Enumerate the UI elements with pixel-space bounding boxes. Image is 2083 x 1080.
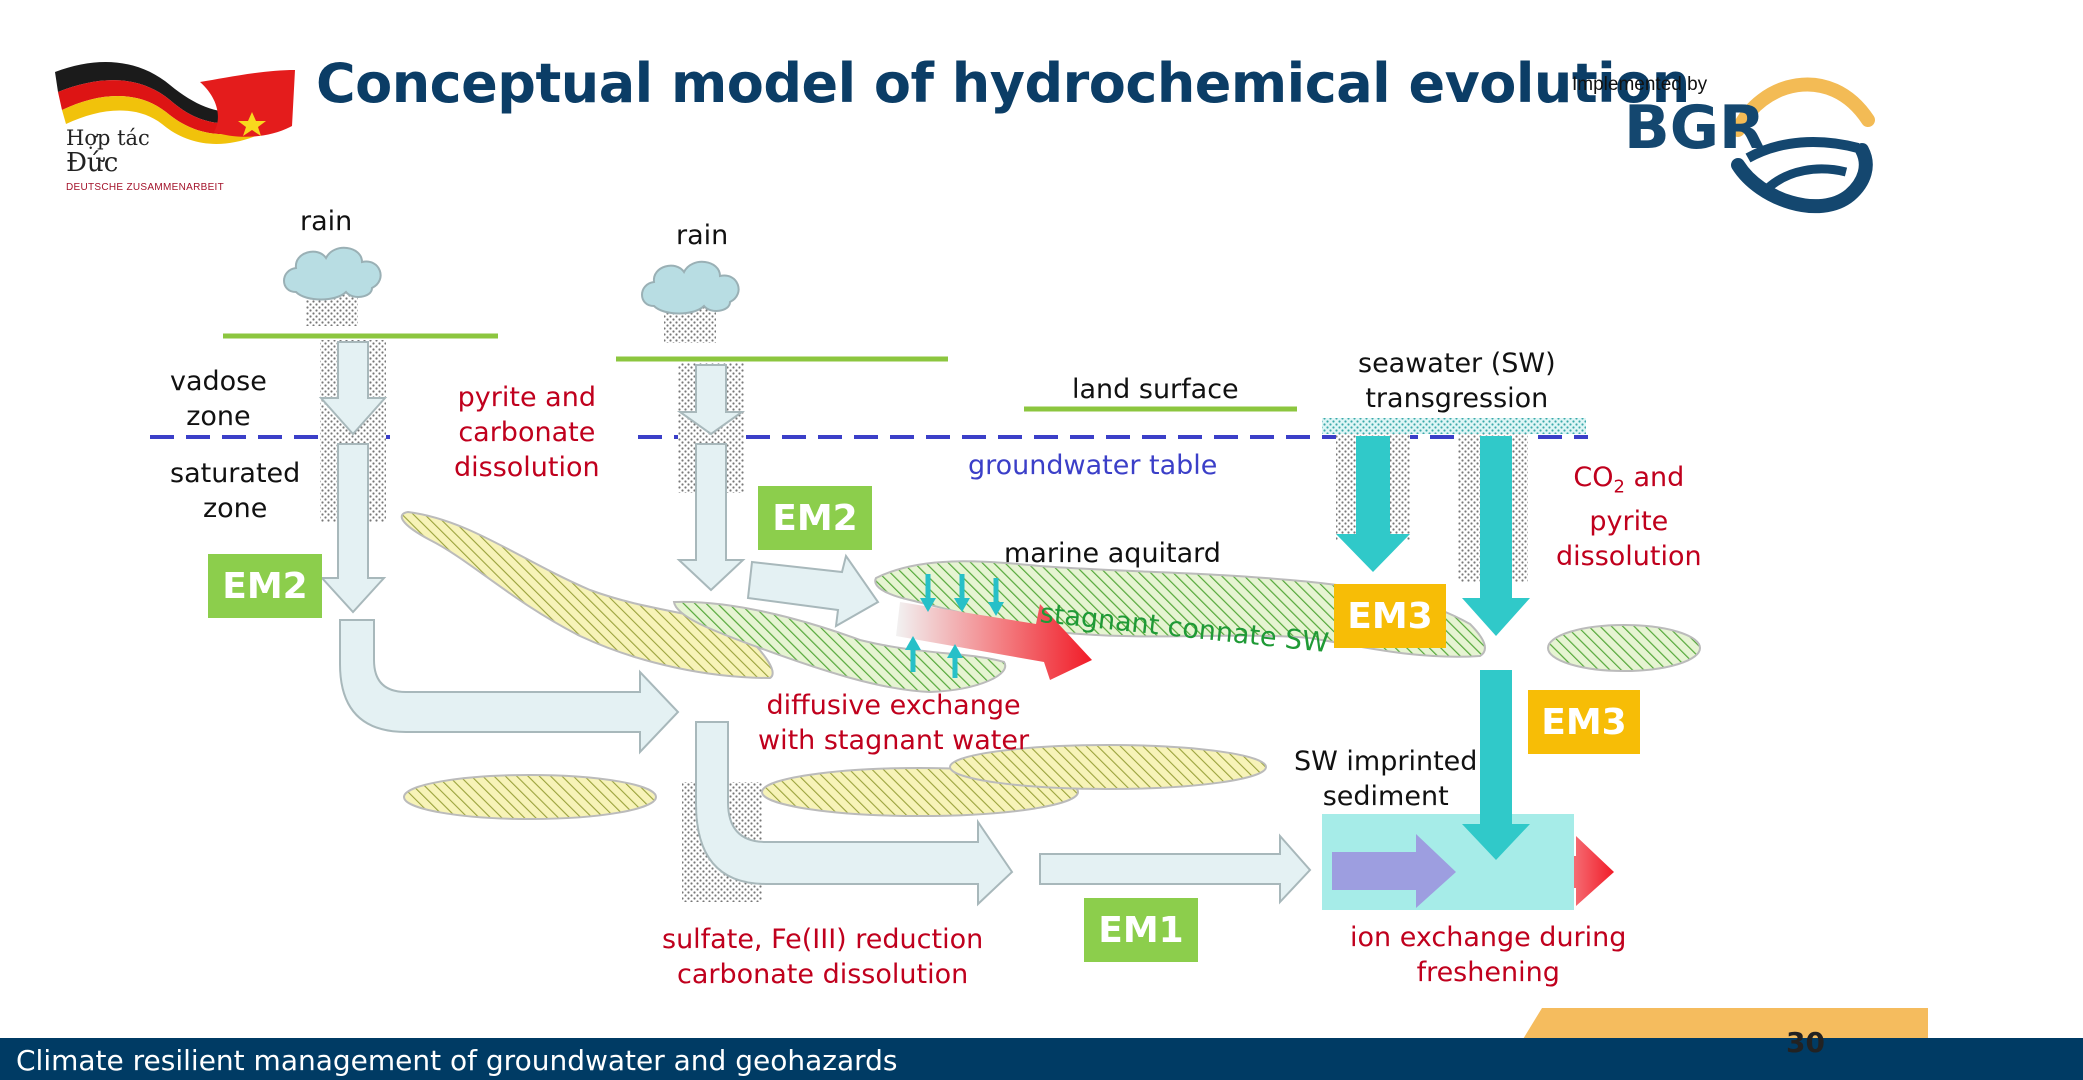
label-diffusive-exchange: diffusive exchange with stagnant water [758,690,1030,756]
partner-flag-logo [55,62,295,144]
footer-text: Climate resilient management of groundwa… [16,1044,898,1077]
seawater-arrow-2 [1462,436,1530,636]
ion-exchange-arrow [1332,834,1456,908]
aquifer-lens-yellow-1 [400,510,774,680]
aquifer-lens-yellow-2 [403,774,657,820]
co2-text: CO [1573,462,1614,493]
label-marine-aquitard: marine aquitard [1004,538,1221,569]
em2-badge-left: EM2 [208,554,322,618]
implemented-by-label: Implemented by [1572,74,1708,95]
rain-cloud-middle-icon [641,261,740,343]
em2-badge-middle: EM2 [758,486,872,550]
aquifer-lens-yellow-4 [949,744,1267,790]
label-land-surface: land surface [1072,374,1239,405]
flow-arrow-to-aquitard [746,553,880,628]
label-groundwater-table: groundwater table [968,450,1218,481]
infiltration-arrow-middle [676,364,746,436]
stagnant-exchange-arrow [896,602,1092,680]
bgr-logo-mark: BGR [1624,77,1875,214]
em3-badge-lower: EM3 [1528,690,1640,754]
partner-logo-line3: DEUTSCHE ZUSAMMENARBEIT [66,182,225,193]
rain-cloud-left-icon [283,247,382,326]
label-co2-pyrite: CO2 and pyrite dissolution [1556,460,1702,574]
diffusion-arrows-icon [905,574,1004,678]
co2-subscript: 2 [1613,476,1625,498]
label-rain-left: rain [300,206,353,237]
label-sulfate-reduction: sulfate, Fe(III) reduction carbonate dis… [662,924,984,990]
seawater-surface-bar [1322,418,1586,434]
label-sw-imprinted: SW imprinted sediment [1294,746,1478,812]
recharge-arrow-left [319,443,387,614]
infiltration-arrow-left [318,341,388,436]
label-ion-exchange: ion exchange during freshening [1350,922,1627,988]
label-seawater-transgression: seawater (SW) transgression [1358,348,1556,414]
flow-arrow-middle-bend [695,721,1014,907]
flow-arrow-left-bend [339,619,680,755]
page-number: 30 [1786,1026,1825,1059]
label-vadose-zone: vadose zone [170,366,267,432]
em3-badge-upper: EM3 [1334,584,1446,648]
bgr-logo-text: BGR [1624,93,1765,163]
seawater-arrow-1 [1336,436,1410,572]
recharge-arrow-middle [676,443,746,592]
flow-arrow-to-sw-sediment [1039,833,1312,905]
em1-badge: EM1 [1084,898,1198,962]
co2-suffix-text: and pyrite dissolution [1556,462,1702,573]
page-title: Conceptual model of hydrochemical evolut… [316,52,1690,115]
aquitard-lens-green-right [1547,624,1701,672]
label-pyrite-carbonate: pyrite and carbonate dissolution [454,382,600,483]
seawater-arrow-3 [1462,670,1530,860]
aquifer-lens-green-1 [672,600,1007,694]
label-saturated-zone: saturated zone [170,458,301,524]
partner-logo-line2: Đức [66,148,119,178]
partner-logo-line1: Hợp tác [66,126,150,150]
label-rain-middle: rain [676,220,729,251]
footer-bar [0,1038,2083,1080]
